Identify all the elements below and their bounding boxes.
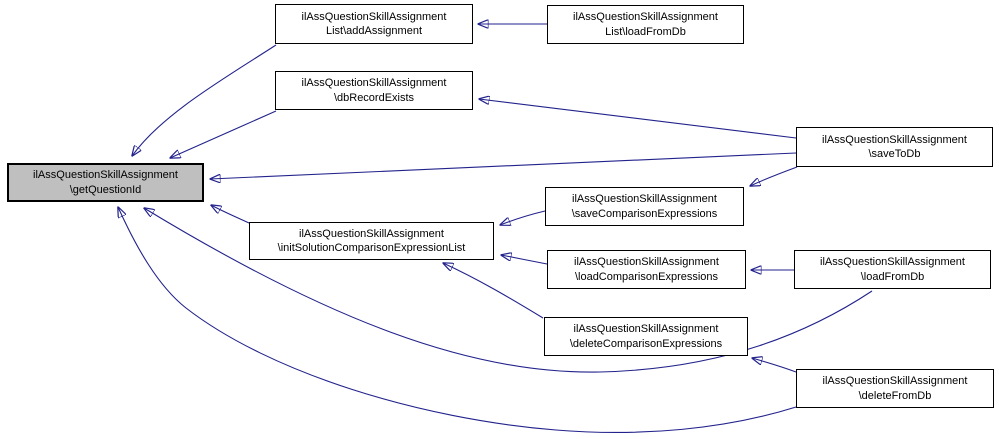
node-save-comparison-expressions[interactable]: ilAssQuestionSkillAssignment \saveCompar… [545,187,744,226]
edge-loadcomparisonexpressions-to-initsolutionlist [501,255,548,265]
node-load-comparison-expressions[interactable]: ilAssQuestionSkillAssignment \loadCompar… [547,250,746,289]
edge-addassignment-to-getquestionid [132,44,277,156]
node-label-line2: List\addAssignment [326,25,422,37]
node-label-line1: ilAssQuestionSkillAssignment [33,169,178,181]
node-label-line2: \saveToDb [868,148,921,160]
node-label-line1: ilAssQuestionSkillAssignment [299,227,444,240]
node-label-line1: ilAssQuestionSkillAssignment [301,10,447,23]
node-label-line1: ilAssQuestionSkillAssignment [573,11,718,23]
node-label-line2: \loadComparisonExpressions [574,270,719,283]
node-label-line2: \saveComparisonExpressions [571,207,718,220]
edge-deletefromdb-to-deletecomparisonexpressions [752,358,797,373]
edge-deletecomparisonexpressions-to-initsolutionlist [443,263,544,319]
node-label-line2: \dbRecordExists [333,91,415,104]
node-label-line1: ilAssQuestionSkillAssignment [301,77,447,89]
node-label-line1: ilAssQuestionSkillAssignment [573,323,719,335]
node-label-line1: ilAssQuestionSkillAssignment [572,193,717,205]
edge-deletefromdb-to-getquestionid [118,207,797,434]
edge-savetodb-to-getquestionid [210,152,797,179]
edge-loadfromdb-to-getquestionid [144,208,873,373]
edge-initsolutionlist-to-getquestionid [211,205,250,224]
node-init-solution-comparison-expression-list[interactable]: ilAssQuestionSkillAssignment \initSoluti… [249,222,494,260]
node-delete-comparison-expressions[interactable]: ilAssQuestionSkillAssignment \deleteComp… [544,317,748,356]
node-label-line2: \loadFromDb [860,270,925,283]
edge-savetodb-to-dbrecordexists [479,99,797,139]
node-load-from-db[interactable]: ilAssQuestionSkillAssignment \loadFromDb [794,250,991,289]
node-get-question-id: ilAssQuestionSkillAssignment \getQuestio… [7,163,204,202]
node-label-line1: ilAssQuestionSkillAssignment [822,375,968,387]
node-save-to-db[interactable]: ilAssQuestionSkillAssignment \saveToDb [796,127,993,167]
node-label-line1: ilAssQuestionSkillAssignment [574,256,719,268]
edge-dbrecordexists-to-getquestionid [170,110,277,158]
node-label-line2: \deleteFromDb [858,389,932,402]
node-label-line1: ilAssQuestionSkillAssignment [822,133,967,146]
node-label-line2: \getQuestionId [69,183,142,196]
node-label-line2: \initSolutionComparisonExpressionList [277,242,466,254]
node-list-load-from-db[interactable]: ilAssQuestionSkillAssignment List\loadFr… [547,5,744,44]
node-label-line2: \deleteComparisonExpressions [569,337,723,350]
edge-savecomparisonexpressions-to-initsolutionlist [500,210,546,225]
node-label-line2: List\loadFromDb [605,25,686,38]
edge-savetodb-to-savecomparisonexpressions [750,166,798,186]
node-delete-from-db[interactable]: ilAssQuestionSkillAssignment \deleteFrom… [796,369,994,408]
node-list-add-assignment[interactable]: ilAssQuestionSkillAssignment List\addAss… [275,4,473,44]
node-db-record-exists[interactable]: ilAssQuestionSkillAssignment \dbRecordEx… [275,71,473,110]
node-label-line1: ilAssQuestionSkillAssignment [820,256,965,268]
